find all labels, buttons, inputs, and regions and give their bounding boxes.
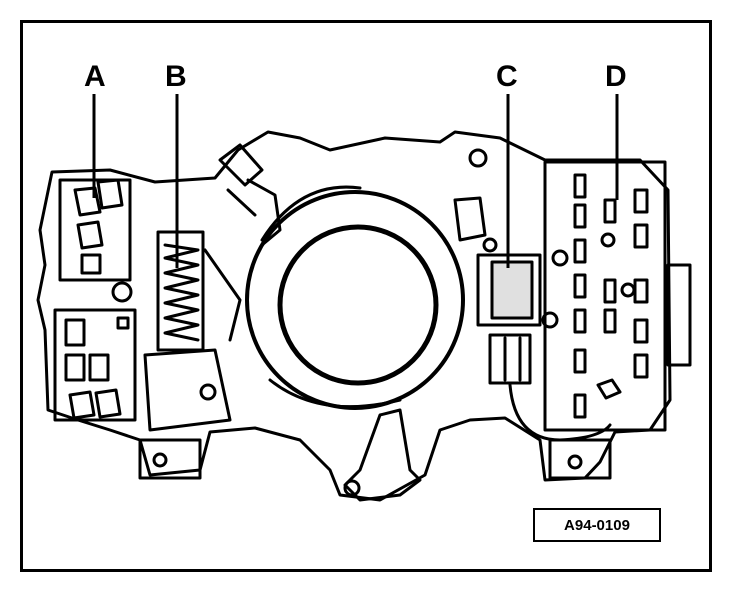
spring-coil — [163, 243, 200, 342]
callout-b-label: B — [165, 60, 187, 93]
figure-frame — [20, 20, 712, 572]
callout-d-label: D — [605, 60, 627, 93]
central-ring-inner — [277, 224, 439, 386]
callout-c-label: C — [496, 60, 518, 93]
figure-id: A94-0109 — [533, 508, 661, 542]
callout-a-label: A — [84, 60, 106, 93]
housing-outline — [36, 130, 672, 502]
